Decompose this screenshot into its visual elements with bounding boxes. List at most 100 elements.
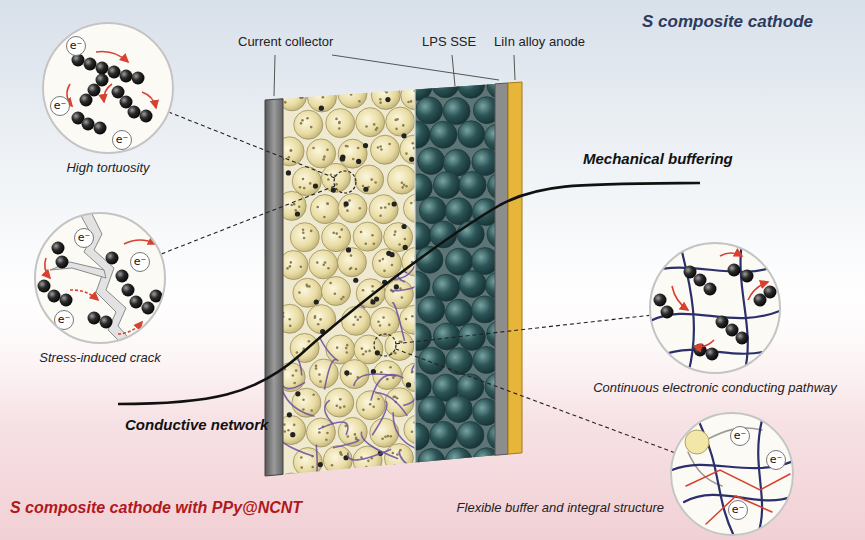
- particle-texture: [350, 93, 353, 96]
- cathode-particles: [275, 79, 433, 504]
- particle-texture: [293, 424, 296, 427]
- particle-texture: [362, 409, 365, 412]
- lps-particle: [419, 347, 446, 374]
- electron-arrow: [70, 290, 98, 300]
- particle-texture: [380, 148, 383, 151]
- electron-symbol: [51, 97, 70, 116]
- particle-texture: [323, 216, 326, 219]
- lps-particle: [404, 223, 431, 250]
- ppy-fiber: [371, 375, 403, 401]
- zoom-line: [396, 315, 649, 343]
- lps-particle: [418, 448, 445, 475]
- inset-fill: [42, 22, 174, 154]
- inset-caption: Continuous electronic conducting pathway: [593, 380, 837, 396]
- particle-texture: [330, 173, 333, 176]
- ppy-fiber: [333, 439, 359, 447]
- lps-particle: [418, 296, 445, 323]
- sulfur-particle: [371, 476, 400, 505]
- particle-texture: [300, 122, 303, 125]
- particle-texture: [384, 89, 387, 92]
- particle-texture: [402, 124, 405, 127]
- zoom-marker: [334, 171, 356, 193]
- particle-texture: [347, 435, 350, 438]
- particle-texture: [290, 95, 293, 98]
- particle-texture: [316, 206, 319, 209]
- particle-texture: [369, 403, 372, 406]
- carbon-dot: [401, 133, 406, 138]
- particle-texture: [302, 231, 305, 234]
- sulfur-particle: [321, 277, 350, 306]
- particle-texture: [418, 489, 421, 492]
- ppy-fiber: [318, 422, 348, 435]
- particle-texture: [329, 282, 332, 285]
- particle-texture: [379, 324, 382, 327]
- particle-texture: [335, 232, 338, 235]
- particle-texture: [302, 178, 305, 181]
- carbon-dot: [340, 156, 345, 161]
- particle-texture: [298, 205, 301, 208]
- separator-line: [414, 90, 415, 463]
- inset-fill: [649, 242, 781, 374]
- panel-title: S composite cathode: [642, 12, 813, 32]
- particle-texture: [294, 209, 297, 212]
- inset-caption: High tortuosity: [66, 160, 149, 176]
- carbon-particle: [694, 274, 707, 287]
- cnt-fiber: [756, 420, 762, 540]
- particle-texture: [326, 148, 329, 151]
- lps-particle: [446, 348, 473, 375]
- particle-texture: [351, 495, 354, 498]
- particle-texture: [290, 150, 293, 153]
- fiber-network: [266, 224, 444, 475]
- particle-texture: [336, 405, 339, 408]
- particle-texture: [416, 203, 419, 206]
- particle-texture: [377, 146, 380, 149]
- particle-texture: [289, 261, 292, 264]
- particle-texture: [324, 261, 327, 264]
- particle-texture: [401, 296, 404, 299]
- electrolyte-particles: [403, 71, 515, 476]
- particle-texture: [368, 350, 371, 353]
- carbon-particle: [130, 296, 143, 309]
- particle-texture: [316, 261, 319, 264]
- particle-texture: [387, 435, 390, 438]
- sulfur-particle: [307, 139, 336, 168]
- particle-texture: [343, 405, 346, 408]
- particle-texture: [326, 203, 329, 206]
- cnt-fiber: [650, 264, 780, 272]
- particle-texture: [393, 464, 396, 467]
- electron-arrow: [45, 258, 50, 278]
- particle-texture: [401, 186, 404, 189]
- particle-texture: [378, 260, 381, 263]
- sulfur-particle: [341, 475, 370, 504]
- particle-texture: [356, 495, 359, 498]
- inset-fill: [670, 412, 794, 536]
- particle-texture: [382, 316, 385, 319]
- lps-particle: [416, 97, 443, 124]
- particle-texture: [346, 209, 349, 212]
- particle-texture: [308, 340, 311, 343]
- particle-texture: [293, 492, 296, 495]
- lps-particle: [418, 148, 445, 175]
- sulfur-particle: [371, 80, 400, 109]
- carbon-particle: [661, 306, 674, 319]
- carbon-particle: [764, 286, 777, 299]
- particle-texture: [284, 91, 287, 94]
- particle-texture: [310, 409, 313, 412]
- lps-particle: [404, 324, 431, 351]
- part-label: LPS SSE: [422, 34, 476, 50]
- carbon-particle: [84, 58, 97, 71]
- part-label: LiIn alloy anode: [494, 34, 585, 50]
- particle-texture: [380, 371, 383, 374]
- sulfur-particle: [322, 223, 351, 252]
- carbon-dot: [344, 370, 349, 375]
- particle-texture: [340, 298, 343, 301]
- carbon-dot: [392, 201, 397, 206]
- particle-texture: [334, 292, 337, 295]
- particle-texture: [394, 230, 397, 233]
- particle-texture: [289, 265, 292, 268]
- particle-texture: [379, 101, 382, 104]
- particle-texture: [284, 101, 287, 104]
- particle-texture: [302, 408, 305, 411]
- particle-texture: [285, 481, 288, 484]
- particle-texture: [298, 291, 301, 294]
